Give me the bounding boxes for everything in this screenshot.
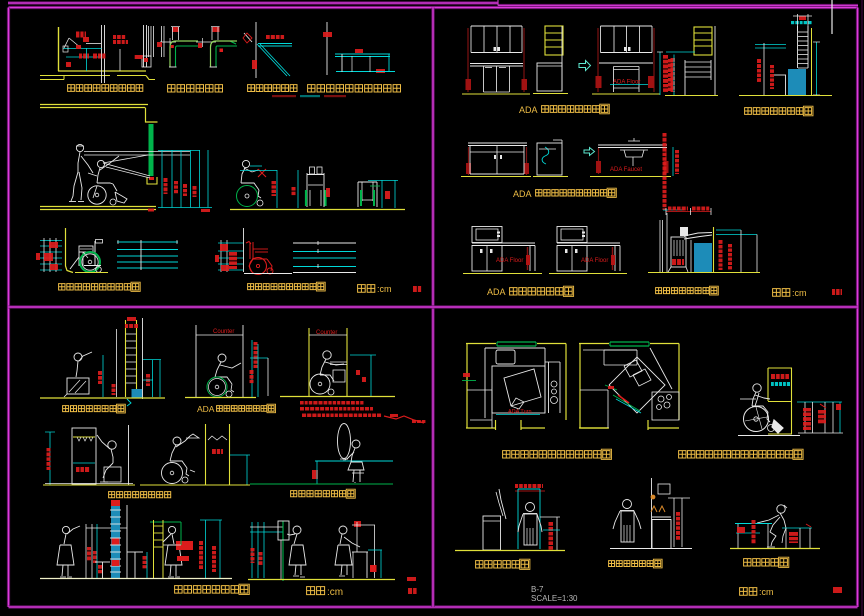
svg-text:ADA: ADA (197, 404, 215, 414)
svg-text:ADA Floor: ADA Floor (581, 258, 608, 264)
svg-text:ADA: ADA (513, 189, 532, 199)
svg-text::cm: :cm (327, 587, 343, 598)
svg-text::cm: :cm (792, 288, 807, 298)
svg-text::cm: :cm (759, 587, 774, 597)
svg-text:ADA Floor: ADA Floor (613, 80, 640, 86)
svg-text:Counter: Counter (213, 329, 234, 335)
svg-text:ADA: ADA (487, 287, 506, 297)
svg-text:Counter: Counter (316, 330, 337, 336)
svg-text:ADA: ADA (519, 105, 538, 115)
svg-text:ADA Floor: ADA Floor (496, 258, 523, 264)
svg-text:ADA Turn: ADA Turn (508, 409, 532, 415)
svg-text::cm: :cm (377, 284, 392, 294)
svg-text:SCALE=1:30: SCALE=1:30 (531, 594, 578, 603)
svg-text:B-7: B-7 (531, 585, 544, 594)
svg-text:ADA Faucet: ADA Faucet (610, 167, 642, 173)
